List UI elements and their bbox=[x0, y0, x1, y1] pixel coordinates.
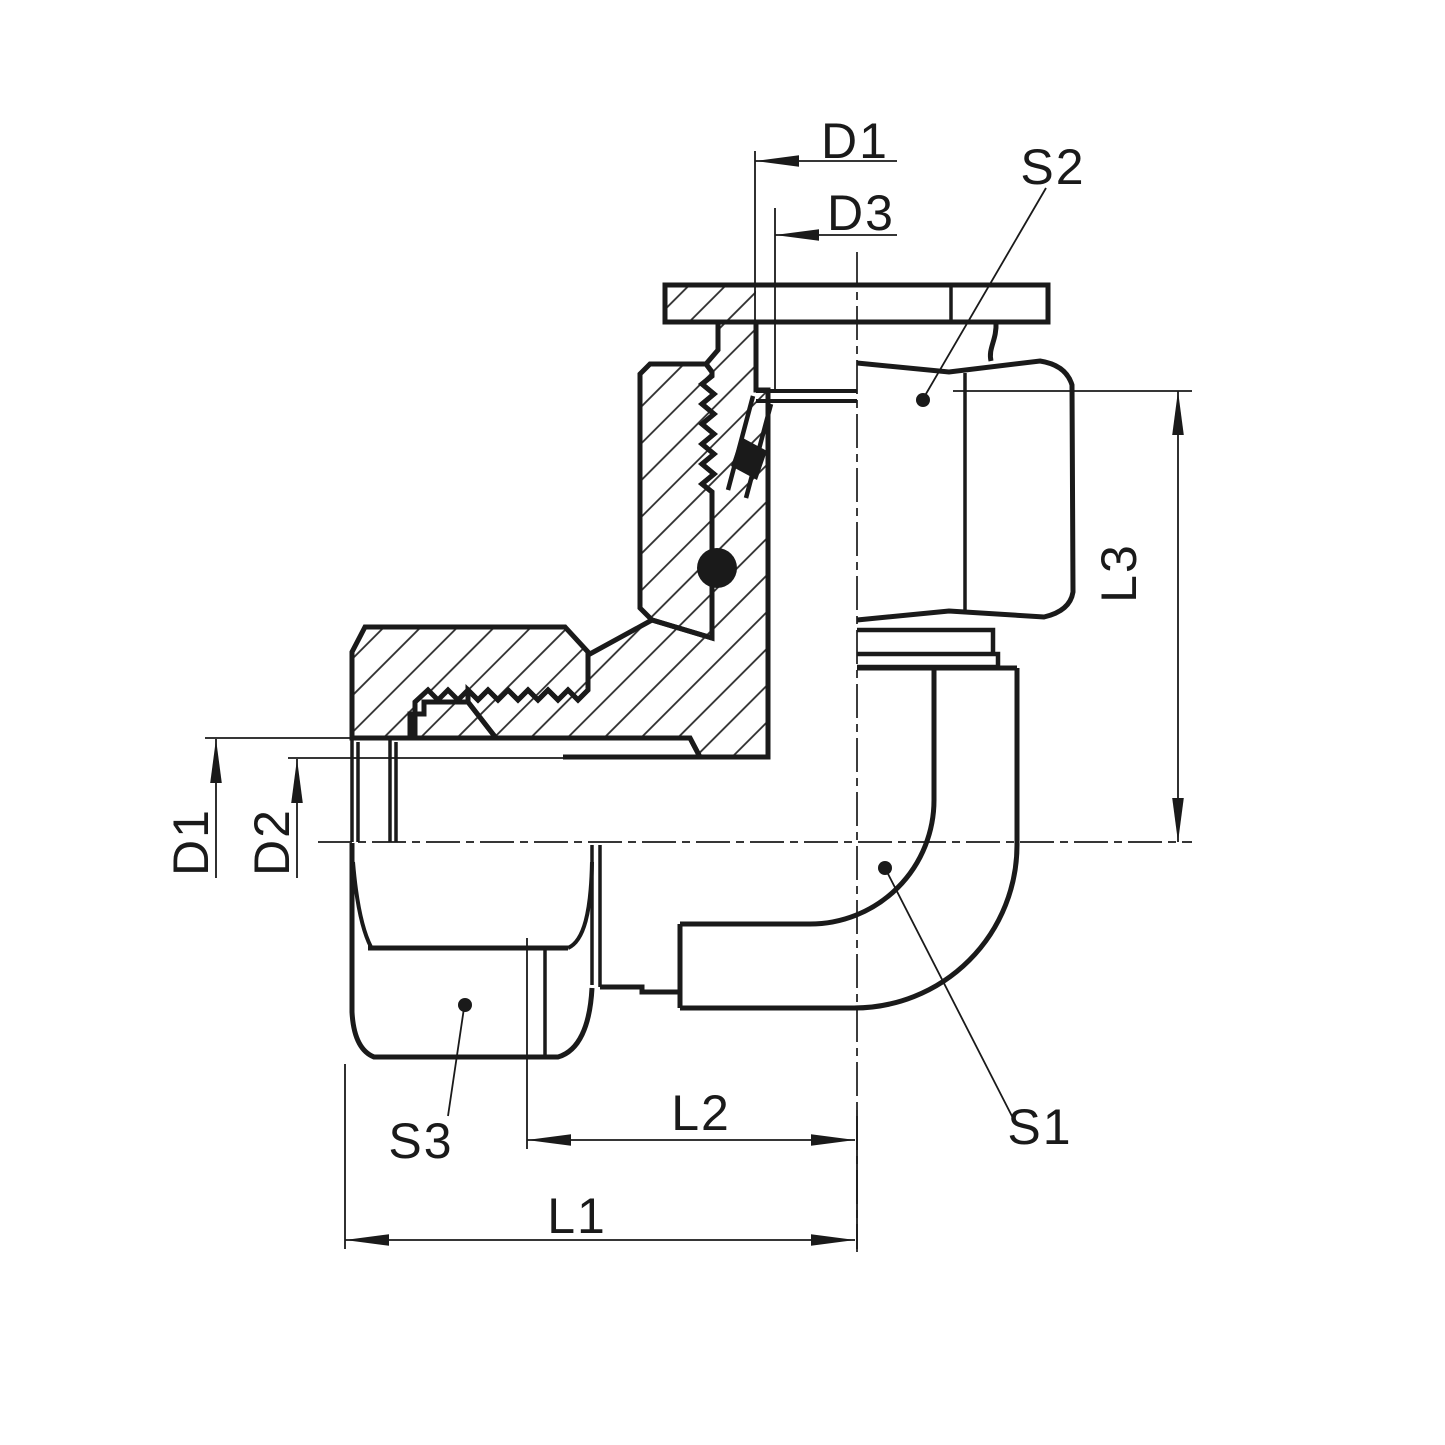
dim-l2 bbox=[526, 938, 855, 1149]
nut-s3-exterior bbox=[349, 843, 595, 1060]
sectioned-areas bbox=[349, 285, 771, 760]
label-s1: S1 bbox=[1007, 1099, 1072, 1155]
label-l3: L3 bbox=[1091, 543, 1147, 603]
port-seat-lines bbox=[756, 389, 857, 403]
nut-s3-chamfers bbox=[351, 861, 594, 950]
leader-dot-s2 bbox=[916, 393, 930, 407]
arrow-d1-left bbox=[210, 739, 222, 783]
leader-dot-s3 bbox=[458, 998, 472, 1012]
nut-s2-exterior bbox=[856, 358, 1076, 623]
label-l1: L1 bbox=[547, 1188, 607, 1244]
centerlines bbox=[318, 252, 1192, 1252]
top-flange bbox=[662, 282, 1051, 325]
dim-l1 bbox=[344, 1064, 858, 1249]
label-s3: S3 bbox=[388, 1113, 453, 1169]
arrow-l2-left bbox=[527, 1134, 571, 1146]
arrowheads bbox=[210, 155, 1184, 1246]
arrow-l3-bottom bbox=[1172, 798, 1184, 842]
cutting-ring-section bbox=[731, 437, 767, 480]
leader-s2 bbox=[922, 187, 1047, 400]
arrow-l1-right bbox=[811, 1234, 855, 1246]
tube-od-edge bbox=[352, 735, 703, 759]
dim-l3 bbox=[953, 390, 1192, 842]
seals bbox=[697, 437, 767, 588]
part-outlines bbox=[349, 282, 1076, 1060]
label-d1-top: D1 bbox=[821, 113, 889, 169]
dimension-labels: D1 D3 S2 L3 D1 D2 S3 L2 L1 S1 bbox=[163, 113, 1147, 1244]
flange-section-hatch bbox=[665, 285, 756, 322]
nut-s3-bore-edges bbox=[350, 738, 398, 842]
leader-dot-s1 bbox=[878, 861, 892, 875]
label-d2-left: D2 bbox=[244, 808, 300, 876]
arrow-l3-top bbox=[1172, 391, 1184, 435]
label-l2: L2 bbox=[671, 1085, 731, 1141]
arrow-l2-right bbox=[811, 1134, 855, 1146]
leader-s3 bbox=[447, 1007, 465, 1117]
arrow-d3-top bbox=[775, 229, 819, 241]
arrow-d2-left bbox=[291, 759, 303, 803]
label-d1-left: D1 bbox=[163, 808, 219, 876]
top-flange-neck-right bbox=[987, 321, 999, 362]
o-ring-section bbox=[697, 548, 737, 588]
arrow-l1-left bbox=[345, 1234, 389, 1246]
leader-s1 bbox=[884, 867, 1017, 1125]
arrow-d1-top bbox=[755, 155, 799, 167]
gland-rings bbox=[857, 627, 1001, 670]
label-s2: S2 bbox=[1020, 139, 1085, 195]
elbow-pipe bbox=[600, 668, 1020, 1011]
label-d3-top: D3 bbox=[827, 185, 895, 241]
